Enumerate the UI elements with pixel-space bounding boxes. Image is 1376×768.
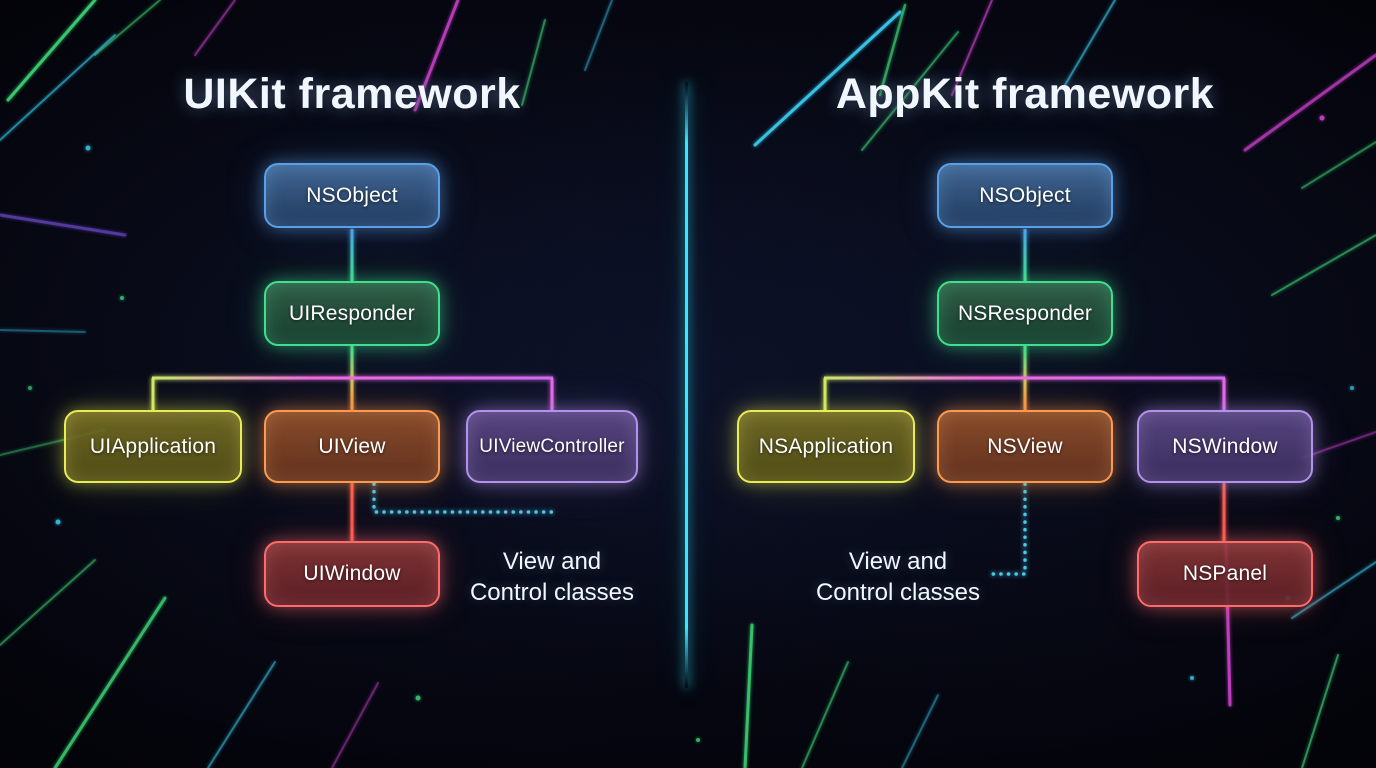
node-appkit-nsresponder: NSResponder: [937, 281, 1113, 346]
appkit-view-control-annotation: View and Control classes: [778, 546, 1018, 608]
annotation-line-2: Control classes: [469, 579, 635, 606]
node-appkit-nswindow: NSWindow: [1137, 410, 1313, 483]
node-uikit-uiwindow: UIWindow: [264, 541, 440, 607]
node-appkit-nspanel: NSPanel: [1137, 541, 1313, 607]
node-appkit-nsview: NSView: [937, 410, 1113, 483]
annotation-line-2: Control classes: [815, 579, 981, 606]
node-appkit-nsobject: NSObject: [937, 163, 1113, 228]
divider-line: [685, 82, 688, 688]
node-uikit-uiapplication: UIApplication: [64, 410, 242, 483]
node-uikit-uiresponder: UIResponder: [264, 281, 440, 346]
node-uikit-uiviewcontroller: UIViewController: [466, 410, 638, 483]
node-appkit-nsapplication: NSApplication: [737, 410, 915, 483]
uikit-view-control-annotation: View and Control classes: [432, 546, 672, 608]
node-uikit-uiview: UIView: [264, 410, 440, 483]
uikit-framework-title: UIKit framework: [183, 70, 521, 118]
appkit-framework-title: AppKit framework: [835, 70, 1215, 118]
node-uikit-nsobject: NSObject: [264, 163, 440, 228]
annotation-line-1: View and: [502, 548, 602, 575]
annotation-line-1: View and: [848, 548, 948, 575]
